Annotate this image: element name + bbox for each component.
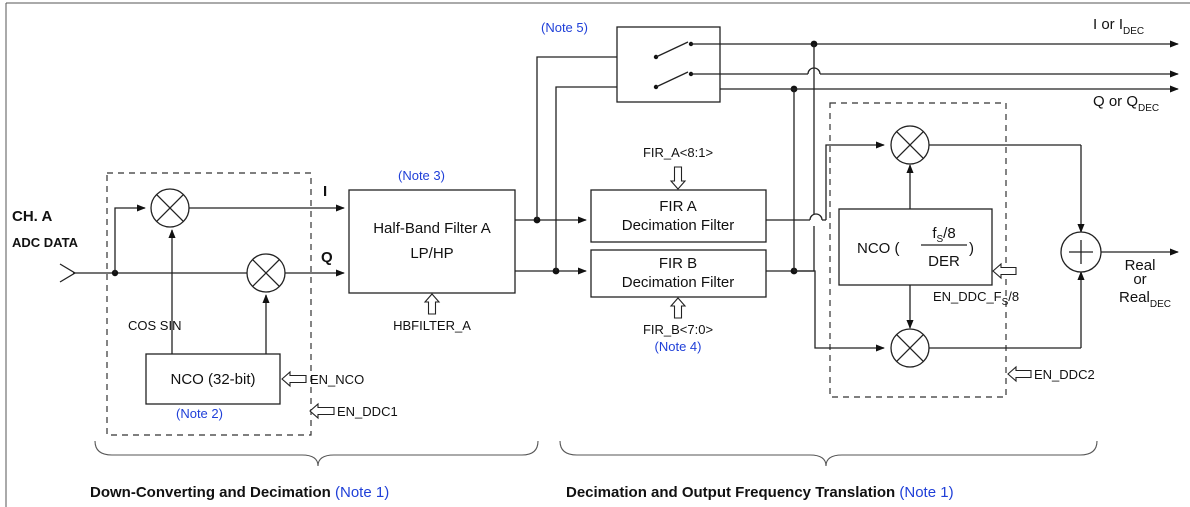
fir-b-select-arrow xyxy=(669,297,687,319)
mixer-q xyxy=(246,253,286,293)
bypass-switch-block xyxy=(616,26,721,103)
i-output-label: I or IDEC xyxy=(1093,16,1144,37)
real-output-line3: RealDEC xyxy=(1119,289,1171,310)
half-band-label-1: Half-Band Filter A xyxy=(373,220,491,237)
right-section-brace xyxy=(559,440,1098,467)
fir-b-block xyxy=(590,249,767,298)
ddc1-dashed-region xyxy=(106,172,312,436)
nco-fs8-numerator: fS/8 xyxy=(932,225,955,245)
adc-data-label: ADC DATA xyxy=(12,235,79,250)
note-3: (Note 3) xyxy=(398,168,445,183)
fir-b-label-2: Decimation Filter xyxy=(622,274,735,291)
left-section-brace xyxy=(94,440,539,467)
channel-label: CH. A xyxy=(12,208,52,225)
hbfilter-label: HBFILTER_A xyxy=(393,318,471,333)
note-5: (Note 5) xyxy=(541,20,588,35)
nco-fs8-block xyxy=(838,208,993,286)
fir-a-block xyxy=(590,189,767,243)
en-ddc-fs8-arrow xyxy=(992,262,1017,280)
real-output-line2: or xyxy=(1133,271,1146,288)
fir-a-select-arrow xyxy=(669,166,687,190)
fir-b-select-label: FIR_B<7:0> xyxy=(643,322,713,337)
hbfilter-arrow xyxy=(423,293,441,315)
i-path-label: I xyxy=(323,183,327,200)
cos-sin-label: COS SIN xyxy=(128,318,181,333)
note-4: (Note 4) xyxy=(655,339,702,354)
summer-node xyxy=(1060,231,1102,273)
en-ddc1-label: EN_DDC1 xyxy=(337,404,398,419)
ddc2-dashed-region xyxy=(829,102,1007,398)
frame-border xyxy=(5,2,1190,507)
nco-32bit-block xyxy=(145,353,281,405)
half-band-filter-block xyxy=(348,189,516,294)
real-output-line1: Real xyxy=(1125,257,1156,274)
en-nco-arrow xyxy=(281,370,307,388)
note-2: (Note 2) xyxy=(176,406,223,421)
en-ddc2-arrow xyxy=(1007,365,1032,383)
mixer-i xyxy=(150,188,190,228)
nco-32bit-label: NCO (32-bit) xyxy=(170,371,255,388)
fir-a-select-label: FIR_A<8:1> xyxy=(643,145,713,160)
input-chevron xyxy=(59,263,77,283)
q-output-label: Q or QDEC xyxy=(1093,93,1159,114)
en-ddc2-label: EN_DDC2 xyxy=(1034,367,1095,382)
en-ddc1-arrow xyxy=(309,402,335,420)
en-ddc-fs8-label: EN_DDC_FS/8 xyxy=(933,289,1019,308)
fir-b-label-1: FIR B xyxy=(659,255,697,272)
en-nco-label: EN_NCO xyxy=(310,372,364,387)
right-section-label: Decimation and Output Frequency Translat… xyxy=(566,484,954,501)
mixer-ddc2-top xyxy=(890,125,930,165)
nco-fs8-prefix: NCO ( xyxy=(857,240,900,257)
q-path-label: Q xyxy=(321,249,333,266)
left-section-label: Down-Converting and Decimation (Note 1) xyxy=(90,484,389,501)
fir-a-label-1: FIR A xyxy=(659,198,697,215)
nco-fs8-suffix: ) xyxy=(969,240,974,257)
mixer-ddc2-bottom xyxy=(890,328,930,368)
fir-a-label-2: Decimation Filter xyxy=(622,217,735,234)
half-band-label-2: LP/HP xyxy=(410,245,453,262)
adc-input: CH. A ADC DATA xyxy=(12,204,247,283)
nco-fs8-denominator: DER xyxy=(928,253,960,270)
